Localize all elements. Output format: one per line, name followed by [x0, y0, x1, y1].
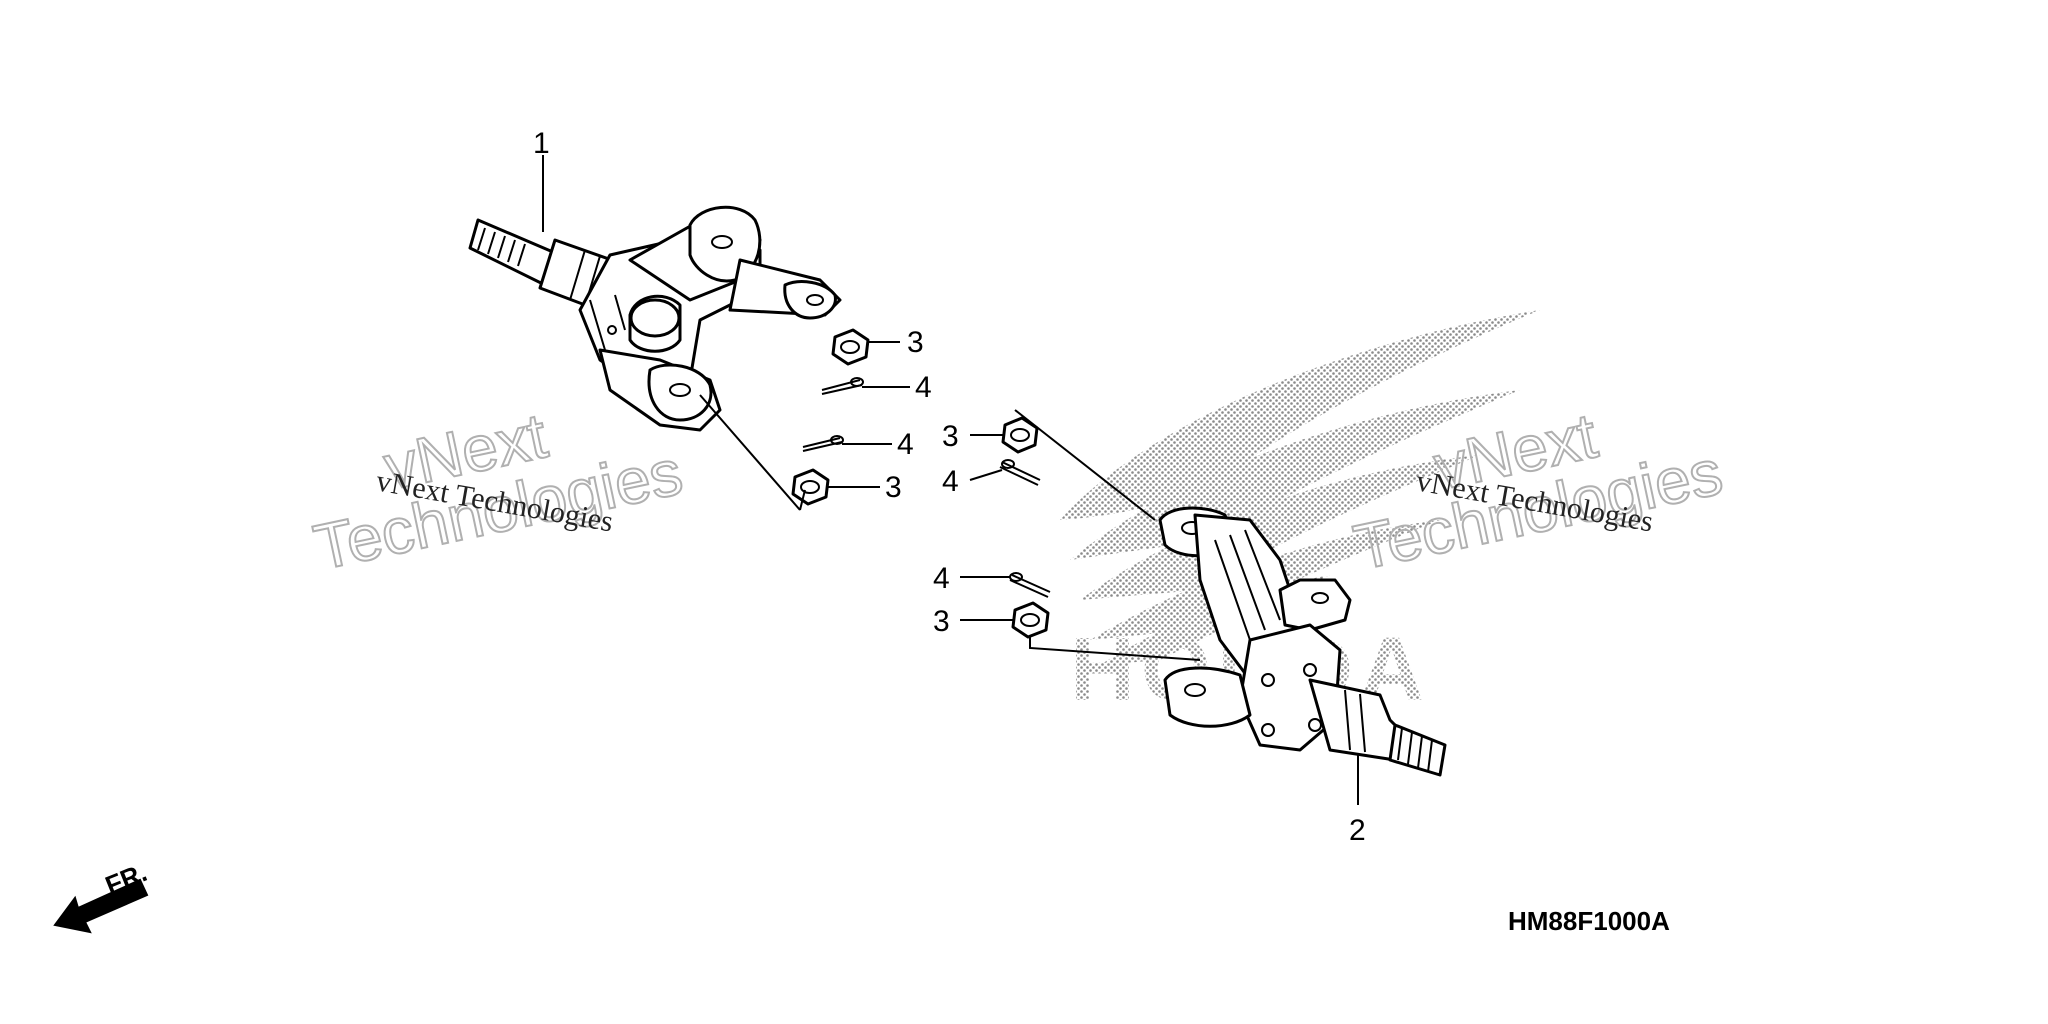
assembly-line-left	[699, 394, 806, 511]
cotter-pin-a	[821, 377, 864, 395]
castle-nut-a	[831, 328, 870, 366]
leader-4c	[969, 469, 1003, 481]
callout-4d: 4	[933, 562, 950, 595]
callout-3b: 3	[885, 471, 902, 504]
assembly-line-right-top	[1014, 409, 1156, 521]
callout-1: 1	[533, 127, 550, 160]
callout-4b: 4	[897, 428, 914, 461]
callout-4c: 4	[942, 465, 959, 498]
callout-2: 2	[1349, 814, 1366, 847]
assembly-line-right-bottom	[1029, 637, 1201, 661]
callout-3d: 3	[933, 605, 950, 638]
cotter-pin-d	[1009, 572, 1051, 598]
diagram-code: HM88F1000A	[1508, 906, 1670, 936]
castle-nut-d	[1011, 601, 1050, 639]
knuckle-left-part	[468, 205, 842, 432]
knuckle-right-part	[1158, 506, 1447, 777]
castle-nut-c	[1001, 416, 1039, 454]
callout-4a: 4	[915, 371, 932, 404]
callout-3a: 3	[907, 326, 924, 359]
cotter-pin-b	[802, 435, 844, 452]
front-arrow-icon: FR.	[53, 857, 151, 934]
callout-3c: 3	[942, 420, 959, 453]
castle-nut-b	[791, 468, 830, 506]
vnext-watermark-left: vNext Technologies vNext Technologies	[307, 398, 689, 584]
cotter-pin-c	[999, 459, 1041, 486]
